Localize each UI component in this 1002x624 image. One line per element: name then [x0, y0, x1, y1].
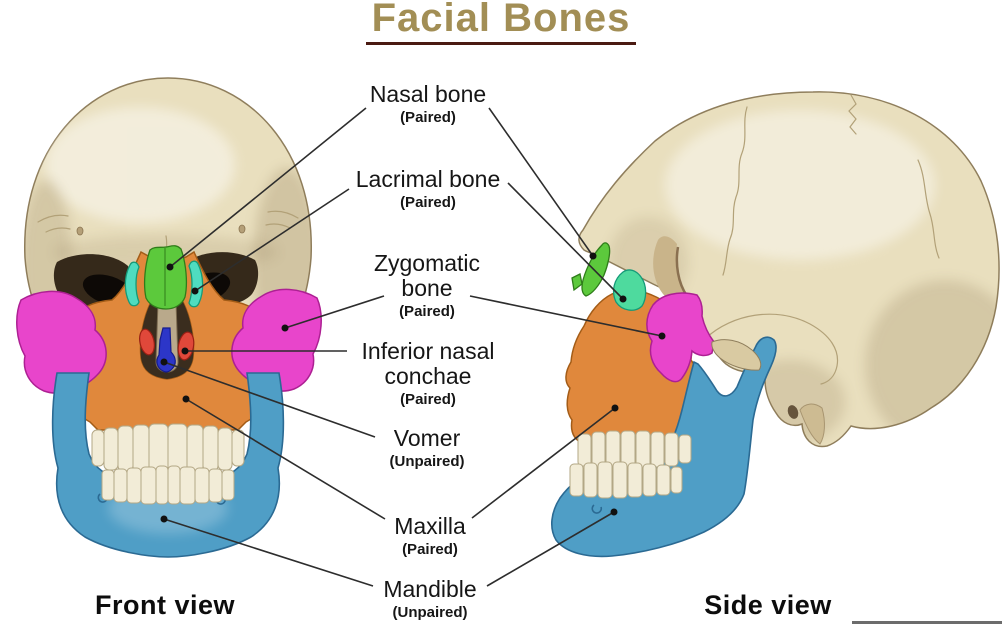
label-inferior-nasal-conchae: Inferior nasal conchae (Paired) [348, 338, 508, 409]
leader-lines [160, 107, 666, 587]
front-upper-teeth [91, 423, 245, 474]
side-orbit-pocket [653, 236, 688, 302]
label-lacrimal-bone-name: Lacrimal bone [355, 166, 501, 192]
dot-maxilla-side [611, 404, 619, 412]
front-zygomatic-right [231, 288, 322, 392]
side-nasal-bone-fragment [571, 273, 583, 292]
leader-nasal-front [169, 107, 367, 268]
front-lower-teeth [101, 465, 235, 505]
label-zygomatic-bone-name: Zygomatic bone [373, 250, 481, 301]
dot-maxilla-front [182, 395, 190, 403]
side-nasal-bone [581, 242, 611, 297]
label-mandible-pairing: (Unpaired) [392, 604, 468, 621]
front-suture-right [265, 210, 299, 229]
supraorbital-foramen-right [238, 224, 246, 234]
side-lacrimal-bone [612, 269, 647, 311]
front-lacrimal-left [124, 261, 140, 307]
label-maxilla: Maxilla (Paired) [361, 513, 499, 559]
side-suture-coronal [722, 106, 748, 276]
dot-nasal-side [589, 252, 597, 260]
label-zygomatic-bone-pairing: (Paired) [399, 303, 455, 320]
side-mental-foramen [591, 504, 603, 514]
side-zygomatic-arch [711, 339, 762, 371]
watermark-strip [852, 621, 1002, 624]
side-suture-lambdoid [917, 159, 940, 259]
leader-nasal-side [488, 107, 594, 257]
dot-lacrimal-front [191, 287, 199, 295]
title-wrap: Facial Bones [0, 0, 1002, 45]
front-inferior-nasal-concha-left [139, 328, 155, 356]
leader-zygomatic-side [469, 295, 663, 337]
front-lacrimal-right [188, 260, 204, 308]
label-inferior-nasal-conchae-name: Inferior nasal conchae [361, 338, 495, 389]
label-maxilla-name: Maxilla [394, 513, 466, 539]
label-vomer: Vomer (Unpaired) [358, 425, 496, 471]
side-upper-teeth [577, 430, 692, 470]
leader-mandible-side [486, 511, 615, 587]
dot-mandible-front [160, 515, 168, 523]
dot-lacrimal-side [619, 295, 627, 303]
label-lacrimal-bone-pairing: (Paired) [400, 194, 456, 211]
ear-canal [787, 405, 799, 419]
dot-vomer-front [160, 358, 168, 366]
front-skull [16, 77, 322, 558]
leader-maxilla-front [185, 398, 386, 520]
side-suture-top-zigzag [848, 94, 857, 135]
side-zygomatic-bone [646, 292, 715, 383]
label-nasal-bone-pairing: (Paired) [400, 109, 456, 126]
leader-mandible-front [163, 518, 374, 587]
leader-lacrimal-side [507, 182, 624, 300]
dot-zygomatic-front [281, 324, 289, 332]
label-maxilla-pairing: (Paired) [402, 541, 458, 558]
caption-side-view: Side view [704, 590, 832, 620]
side-lower-teeth [569, 461, 683, 499]
label-vomer-pairing: (Unpaired) [389, 453, 465, 470]
side-skull [551, 91, 1000, 558]
label-vomer-name: Vomer [393, 425, 461, 451]
dot-nasal-front [166, 263, 174, 271]
side-mandible [551, 336, 777, 558]
dot-conchae-front [181, 347, 189, 355]
leader-vomer-front [163, 361, 376, 438]
label-nasal-bone: Nasal bone (Paired) [338, 81, 518, 127]
caption-front-view: Front view [94, 590, 235, 620]
page-title: Facial Bones [365, 0, 637, 45]
front-suture-left [37, 214, 71, 233]
dot-zygomatic-side [658, 332, 666, 340]
label-inferior-nasal-conchae-pairing: (Paired) [400, 391, 456, 408]
side-suture-squamosal [705, 313, 839, 385]
label-mandible: Mandible (Unpaired) [356, 576, 504, 622]
label-zygomatic-bone: Zygomatic bone (Paired) [365, 250, 489, 321]
label-nasal-bone-name: Nasal bone [369, 81, 487, 107]
side-mastoid [799, 403, 825, 445]
label-mandible-name: Mandible [383, 576, 477, 602]
front-zygomatic-left [16, 290, 107, 394]
leader-maxilla-side [471, 407, 616, 519]
dot-mandible-side [610, 508, 618, 516]
supraorbital-foramen-left [76, 226, 84, 236]
label-lacrimal-bone: Lacrimal bone (Paired) [333, 166, 523, 212]
leader-lacrimal-front [194, 188, 350, 292]
leader-zygomatic-front [284, 295, 385, 329]
